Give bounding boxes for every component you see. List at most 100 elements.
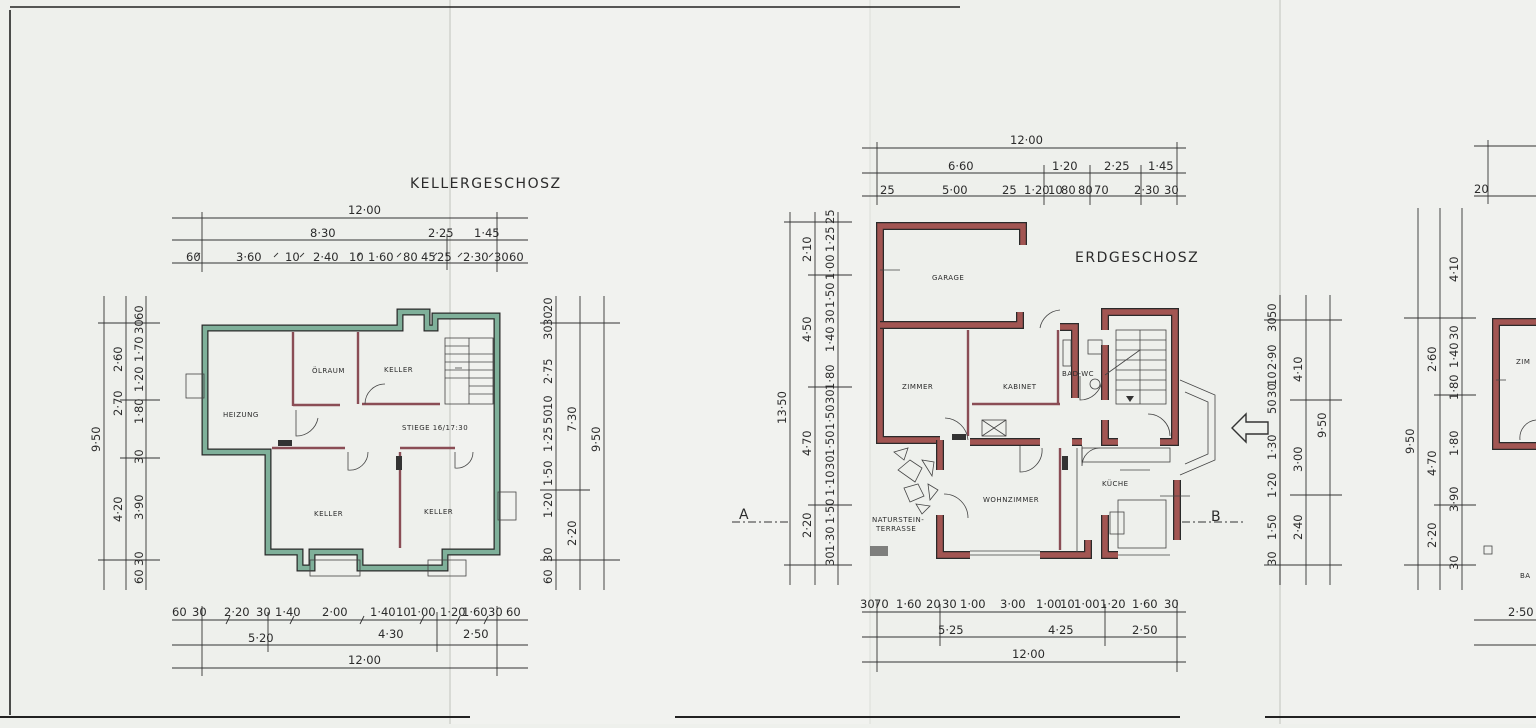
dim-label: 1·20 (1265, 472, 1279, 498)
ground-dim-bottom-row1: 30 70 1·60 20 30 1·00 3·00 1·00 10 1·00 … (860, 597, 1179, 611)
dim-label: 1·40 (275, 605, 301, 619)
dim-label: 30 (132, 551, 146, 566)
dim-label: 1·80 (1447, 374, 1461, 400)
dim-label: 10 (541, 395, 555, 410)
dim-label: 1·00 (823, 254, 837, 280)
basement-dim-top-total: 12·00 (348, 203, 381, 217)
dim-label: 30 (1265, 317, 1279, 332)
dim-label: 1·40 (1447, 342, 1461, 368)
dim-label: 1·20 (1100, 597, 1126, 611)
ground-dim-bottom-c: 2·50 (1132, 623, 1158, 637)
dim-label: 3·90 (1447, 486, 1461, 512)
dim-label: 2·20 (800, 512, 814, 538)
dim-label: 3·00 (1000, 597, 1026, 611)
dim-label: 9·50 (1315, 412, 1329, 438)
dim-label: 1·70 (132, 336, 146, 362)
dim-label: 1·60 (1132, 597, 1158, 611)
basement-dim-top-c: 1·45 (474, 226, 500, 240)
dim-label: 2·00 (322, 605, 348, 619)
dim-label: 9·50 (1403, 428, 1417, 454)
dim-label: 4·10 (1447, 256, 1461, 282)
room-label-keller-3: KELLER (424, 508, 453, 516)
dim-label: 20 (541, 297, 555, 312)
dim-label: 1·50 (823, 430, 837, 456)
basement-dim-right: 9·50 7·30 2·20 20 30 30 2·75 10 50 1·25 … (541, 297, 603, 584)
dim-label: 30 (1265, 383, 1279, 398)
room-label-oelraum: ÖLRAUM (312, 366, 345, 375)
dim-label: 1·60 (462, 605, 488, 619)
dim-label: 30 (541, 325, 555, 340)
basement-dim-top-row3: 60 3·60 10 2·40 10 1·60 80 45 25 2·30 30… (186, 250, 524, 264)
dim-label: 1·50 (1265, 514, 1279, 540)
dim-label: 2·20 (224, 605, 250, 619)
room-label-heizung: HEIZUNG (223, 411, 259, 419)
dim-label: 1·20 (440, 605, 466, 619)
dim-label: 60 (172, 605, 187, 619)
room-label-kabinet: KABINET (1003, 383, 1037, 391)
dim-label: 1·00 (960, 597, 986, 611)
dim-label: 1·00 (410, 605, 436, 619)
dim-label: 1·80 (1447, 430, 1461, 456)
room-label-terrasse-2: TERRASSE (875, 525, 916, 533)
dim-label: 2·30 (463, 250, 489, 264)
ground-dim-top-total: 12·00 (1010, 133, 1043, 147)
basement-dim-bottom-row1: 60 30 2·20 30 1·40 2·00 1·40 10 1·00 1·2… (172, 605, 521, 619)
dim-label: 2·90 (1265, 344, 1279, 370)
ground-dim-right: 9·50 4·10 3·00 2·40 50 30 2·90 10 30 50 … (1265, 303, 1329, 566)
dim-label: 80 (1078, 183, 1093, 197)
dim-label: 50 (541, 409, 555, 424)
room-label-garage: GARAGE (932, 274, 964, 282)
room-label-kueche: KÜCHE (1102, 479, 1129, 488)
basement-plan: KELLERGESCHOSZ 12·00 8·30 2·25 1·45 60 3… (89, 176, 620, 676)
dim-label: 10 (396, 605, 411, 619)
dim-label: 20 (926, 597, 941, 611)
dim-label: 5·00 (942, 183, 968, 197)
dim-label: 30 (132, 449, 146, 464)
dim-label: 1·40 (370, 605, 396, 619)
dim-label: 60 (132, 305, 146, 320)
ground-dim-bottom-b: 4·25 (1048, 623, 1074, 637)
dim-label: 50 (1265, 399, 1279, 414)
dim-label: 1·20 (541, 492, 555, 518)
ground-dim-top-d: 1·45 (1148, 159, 1174, 173)
dim-label: 30 (942, 597, 957, 611)
dim-label: 1·00 (1074, 597, 1100, 611)
dim-label: 1·30 (1265, 434, 1279, 460)
dim-label: 30 (1265, 551, 1279, 566)
dim-label: 1·25 (823, 226, 837, 252)
basement-dim-bottom-b: 4·30 (378, 627, 404, 641)
dim-label: 1·50 (823, 498, 837, 524)
room-label-zimmer: ZIMMER (902, 383, 933, 391)
dim-label: 10 (1048, 183, 1063, 197)
dim-label: 1·50 (823, 404, 837, 430)
dim-label: 25 (437, 250, 452, 264)
basement-dim-top-b: 2·25 (428, 226, 454, 240)
ground-floor-plan: ERDGESCHOSZ 12·00 6·60 1·20 2·25 1·45 25… (732, 133, 1342, 672)
dim-label: 1·10 (823, 470, 837, 496)
dim-label: 30 (192, 605, 207, 619)
dim-label: 25 (823, 209, 837, 224)
dim-label: 1·50 (541, 460, 555, 486)
dim-label: 9·50 (89, 426, 103, 452)
dim-label: 45 (421, 250, 436, 264)
basement-dim-bottom-total: 12·00 (348, 653, 381, 667)
room-label-keller-2: KELLER (314, 510, 343, 518)
basement-dim-bottom-a: 5·20 (248, 631, 274, 645)
dim-label: 60 (186, 250, 201, 264)
dim-label: 30 (823, 389, 837, 404)
dim-label: 60 (132, 569, 146, 584)
dim-label: 2·10 (800, 236, 814, 262)
ground-dim-top-b: 1·20 (1052, 159, 1078, 173)
dim-label: 2·60 (111, 346, 125, 372)
upper-room-label: ZIM (1516, 358, 1530, 366)
dim-label: 2·60 (1425, 346, 1439, 372)
upper-dim-top-a: 20 (1474, 182, 1489, 196)
dim-label: 30 (823, 551, 837, 566)
upper-dim-left: 9·50 4·10 2·60 4·70 2·20 30 1·40 1·80 1·… (1403, 256, 1461, 570)
dim-label: 60 (509, 250, 524, 264)
upper-floor-plan: 20 9·50 4·10 2·60 4·70 2·20 30 1·40 1·80… (1403, 140, 1536, 646)
dim-label: 2·40 (313, 250, 339, 264)
dim-label: 1·60 (896, 597, 922, 611)
dim-label: 1·30 (823, 526, 837, 552)
